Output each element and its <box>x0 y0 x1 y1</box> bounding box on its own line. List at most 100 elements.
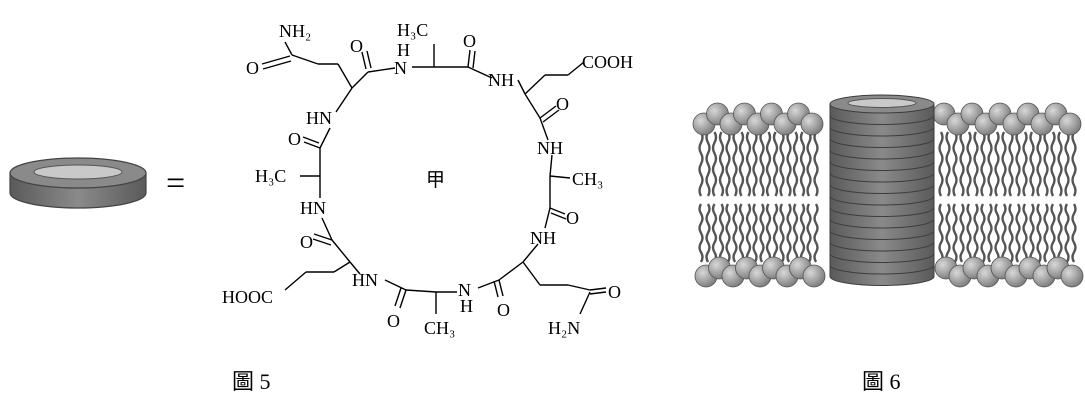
lipid-tail-upper <box>1008 131 1014 197</box>
lipid-tail-upper <box>1022 131 1028 197</box>
nh-bottom-label: N <box>458 280 471 300</box>
lipid-tail-upper <box>966 131 972 197</box>
lipid-tail-upper <box>938 131 944 197</box>
hn-left-top-label: HN <box>306 108 332 128</box>
lipid-tail-lower <box>952 203 958 263</box>
lipid-head-lower <box>802 264 826 288</box>
nh-right-top-label: NH <box>488 70 514 90</box>
lipid-head-lower <box>1060 264 1084 288</box>
lipid-tails <box>698 131 1077 263</box>
lipid-tail-lower <box>987 203 993 263</box>
lipid-tail-upper <box>813 131 819 197</box>
lipid-tail-upper <box>792 131 799 197</box>
lipid-tail-lower <box>705 203 711 263</box>
nh-top-label: N <box>394 58 407 78</box>
lipid-tail-lower <box>1057 203 1063 263</box>
lipid-tail-upper <box>945 131 951 197</box>
lipid-tail-lower <box>772 203 779 263</box>
lipid-tail-lower <box>765 203 772 263</box>
lipid-tail-lower <box>792 203 799 263</box>
lipid-tail-lower <box>698 203 704 263</box>
lipid-tail-lower <box>1050 203 1056 263</box>
lipid-tail-lower <box>938 203 944 263</box>
o-top-mid-label: O <box>350 36 363 56</box>
lipid-tail-upper <box>759 131 765 197</box>
membrane-diagram <box>692 94 1084 288</box>
lipid-tail-upper <box>1043 131 1049 197</box>
lipid-tail-upper <box>1071 131 1077 197</box>
hooc-left-label: HOOC <box>222 287 273 307</box>
ch3-bottom-label: CH₃ <box>424 318 455 338</box>
lipid-tail-upper <box>806 131 812 197</box>
lipid-tail-upper <box>952 131 958 197</box>
lipid-tail-lower <box>725 203 731 263</box>
lipid-tail-lower <box>813 203 819 263</box>
lipid-tail-lower <box>1001 203 1007 263</box>
h-bottom-label: H <box>460 296 473 316</box>
o-top-left-label: O <box>246 58 259 78</box>
lipid-tail-upper <box>1057 131 1063 197</box>
lipid-tail-lower <box>718 203 725 263</box>
hn-bottom-left-label: HN <box>352 270 378 290</box>
o-left-2-label: O <box>300 232 313 252</box>
o-bottom-left-label: O <box>387 311 400 331</box>
lipid-tail-upper <box>1064 131 1070 197</box>
lipid-tail-upper <box>732 131 738 197</box>
h3c-left-label: H₃C <box>255 166 286 186</box>
lipid-tail-lower <box>959 203 965 263</box>
lipid-tail-lower <box>973 203 979 263</box>
equals-sign: = <box>166 165 185 202</box>
nh2-top-label: NH₂ <box>279 21 311 41</box>
lipid-tail-upper <box>799 131 806 197</box>
lipid-tail-upper <box>711 131 718 197</box>
nh-right-mid-label: NH <box>537 138 563 158</box>
lipid-tail-upper <box>765 131 772 197</box>
o-bottom-mid-label: O <box>497 300 510 320</box>
lipid-tail-lower <box>1036 203 1042 263</box>
o-bottom-right-label: O <box>608 282 621 302</box>
hn-left-mid-label: HN <box>300 198 326 218</box>
lipid-tail-lower <box>779 203 785 263</box>
lipid-tail-upper <box>752 131 758 197</box>
channel-pore <box>847 98 917 108</box>
caption-figure-6: 圖 6 <box>862 369 901 394</box>
lipid-tail-upper <box>1001 131 1007 197</box>
lipid-tail-lower <box>1015 203 1021 263</box>
lipid-tail-lower <box>752 203 758 263</box>
h2n-bottom-label: H₂N <box>548 318 580 338</box>
lipid-tail-upper <box>705 131 711 197</box>
lipid-tail-upper <box>1036 131 1042 197</box>
chem-labels: NH₂ O O N H H₃C O NH COOH O HN O NH H₃C … <box>222 20 633 338</box>
lipid-tail-upper <box>987 131 993 197</box>
lipid-tail-upper <box>772 131 779 197</box>
lipid-head-upper <box>1058 112 1082 136</box>
lipid-tail-lower <box>994 203 1000 263</box>
cyclic-peptide-structure <box>261 41 607 315</box>
lipid-tail-upper <box>786 131 792 197</box>
ring-center-label: 甲 <box>426 170 445 191</box>
lipid-tail-lower <box>759 203 765 263</box>
lipid-tail-upper <box>698 131 704 197</box>
ch3-right-label: CH₃ <box>572 169 603 189</box>
lipid-tail-upper <box>745 131 752 197</box>
o-left-1-label: O <box>288 129 301 149</box>
caption-figure-5: 圖 5 <box>232 369 271 394</box>
lipid-tail-lower <box>738 203 745 263</box>
lipid-tail-lower <box>1022 203 1028 263</box>
lipid-tail-lower <box>732 203 738 263</box>
ring-symbol <box>9 157 147 209</box>
lipid-tail-lower <box>786 203 792 263</box>
lipid-tail-lower <box>711 203 718 263</box>
lipid-heads <box>692 102 1084 288</box>
lipid-tail-lower <box>945 203 951 263</box>
cooh-right-label: COOH <box>582 52 633 72</box>
h-top-label: H <box>397 40 410 60</box>
lipid-tail-lower <box>1029 203 1035 263</box>
nh-right-low-label: NH <box>530 228 556 248</box>
peptide-nanotube-channel <box>829 94 935 286</box>
lipid-tail-upper <box>1050 131 1056 197</box>
lipid-head-upper <box>800 112 824 136</box>
lipid-tail-upper <box>994 131 1000 197</box>
lipid-tail-lower <box>1043 203 1049 263</box>
